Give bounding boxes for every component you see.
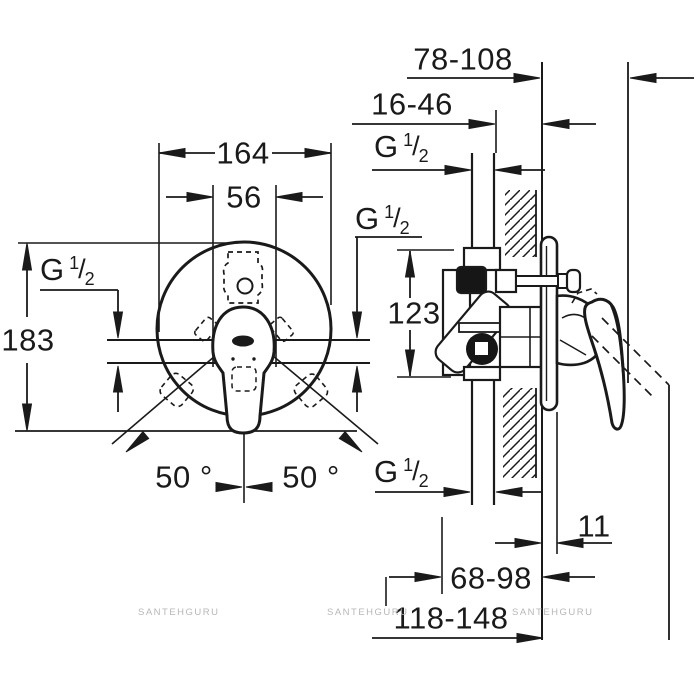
lever-handle-front xyxy=(211,305,276,435)
thread-base: G xyxy=(374,129,399,164)
mounting-screw-hole xyxy=(236,277,254,295)
side-view-dimensions xyxy=(351,72,694,644)
adjustment-screw xyxy=(494,268,582,294)
swung-handle-ghosts xyxy=(159,316,329,409)
wall-hatch-upper xyxy=(505,190,536,257)
dim-depth-range-box: 16-46 xyxy=(371,86,453,122)
dim-plate-front-offset: 11 xyxy=(577,508,611,544)
dim-depth-range-total: 78-108 xyxy=(413,41,513,77)
thread-sub: 2 xyxy=(84,269,95,289)
mounting-box-dashed xyxy=(222,251,264,304)
thread-sub: 2 xyxy=(418,146,429,166)
side-view xyxy=(434,62,670,640)
swing-diagonal-right xyxy=(265,349,379,445)
watermark: SANTEHGURU xyxy=(138,607,220,618)
dim-total-height: 183 xyxy=(1,322,55,358)
dim-overall-depth-range: 118-148 xyxy=(393,600,509,636)
thread-sup: 1 xyxy=(403,130,414,150)
thread-sup: 1 xyxy=(403,455,414,475)
dim-swing-angle-right: 50 ° xyxy=(282,459,340,495)
thread-sup: 1 xyxy=(384,202,395,222)
mixer-body xyxy=(434,265,545,377)
front-view xyxy=(15,240,379,503)
thread-base: G xyxy=(355,201,380,236)
thread-slash: / xyxy=(78,254,86,284)
handle-inner-dashed xyxy=(231,366,257,392)
swung-lever-dashed-top xyxy=(571,288,598,304)
thread-sup: 1 xyxy=(69,253,80,273)
handle-logo-badge xyxy=(232,335,254,347)
outlet-pipe-bottom xyxy=(462,365,502,505)
thread-sub: 2 xyxy=(399,218,410,238)
swing-dashed-line-1 xyxy=(601,317,670,386)
dim-swing-angle-left: 50 ° xyxy=(155,459,213,495)
union-nut xyxy=(455,265,488,295)
watermark: SANTEHGURU xyxy=(512,607,594,618)
dim-port-distance: 123 xyxy=(387,295,441,331)
dim-plate-diameter: 164 xyxy=(216,135,270,171)
handle-dot-right xyxy=(252,357,256,361)
thread-slash: / xyxy=(412,456,420,486)
thread-sub: 2 xyxy=(418,471,429,491)
front-view-dimensions xyxy=(18,143,363,493)
lever-handle-side xyxy=(583,297,626,431)
dim-cap-width: 56 xyxy=(226,179,262,215)
wall-hatch-lower xyxy=(503,388,536,478)
thread-slash: / xyxy=(412,131,420,161)
escutcheon-plate-side xyxy=(539,235,559,412)
thread-slash: / xyxy=(393,203,401,233)
watermark: SANTEHGURU xyxy=(327,607,409,618)
handle-dot-left xyxy=(231,357,235,361)
thread-base: G xyxy=(40,252,65,287)
dim-body-depth-range: 68-98 xyxy=(450,560,532,596)
thread-base: G xyxy=(374,454,399,489)
swing-diagonal-left xyxy=(111,349,223,445)
